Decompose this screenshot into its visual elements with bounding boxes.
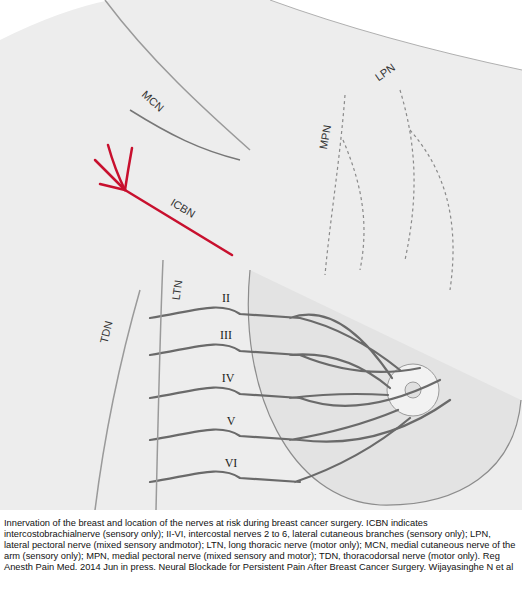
intercostal-nerves: [150, 307, 450, 482]
callout-number: III: [220, 329, 232, 341]
callout-number: V: [227, 415, 236, 427]
figure-caption: Innervation of the breast and location o…: [4, 518, 518, 573]
ltn-nerve: [156, 260, 163, 510]
shoulder-outline: [270, 0, 522, 70]
arm-fold: [105, 0, 250, 150]
tdn-nerve: [95, 290, 140, 510]
callout-number: IV: [222, 372, 235, 384]
mcn-nerve: [130, 110, 240, 160]
breast-illustration: [0, 0, 522, 515]
breast-outline: [248, 270, 521, 505]
lpn-nerve: [400, 90, 453, 290]
mpn-nerve: [325, 95, 364, 275]
callout-number: II: [222, 292, 230, 304]
callout-number: VI: [225, 457, 238, 469]
torso: [0, 0, 522, 510]
icbn-nerve: [95, 145, 232, 255]
